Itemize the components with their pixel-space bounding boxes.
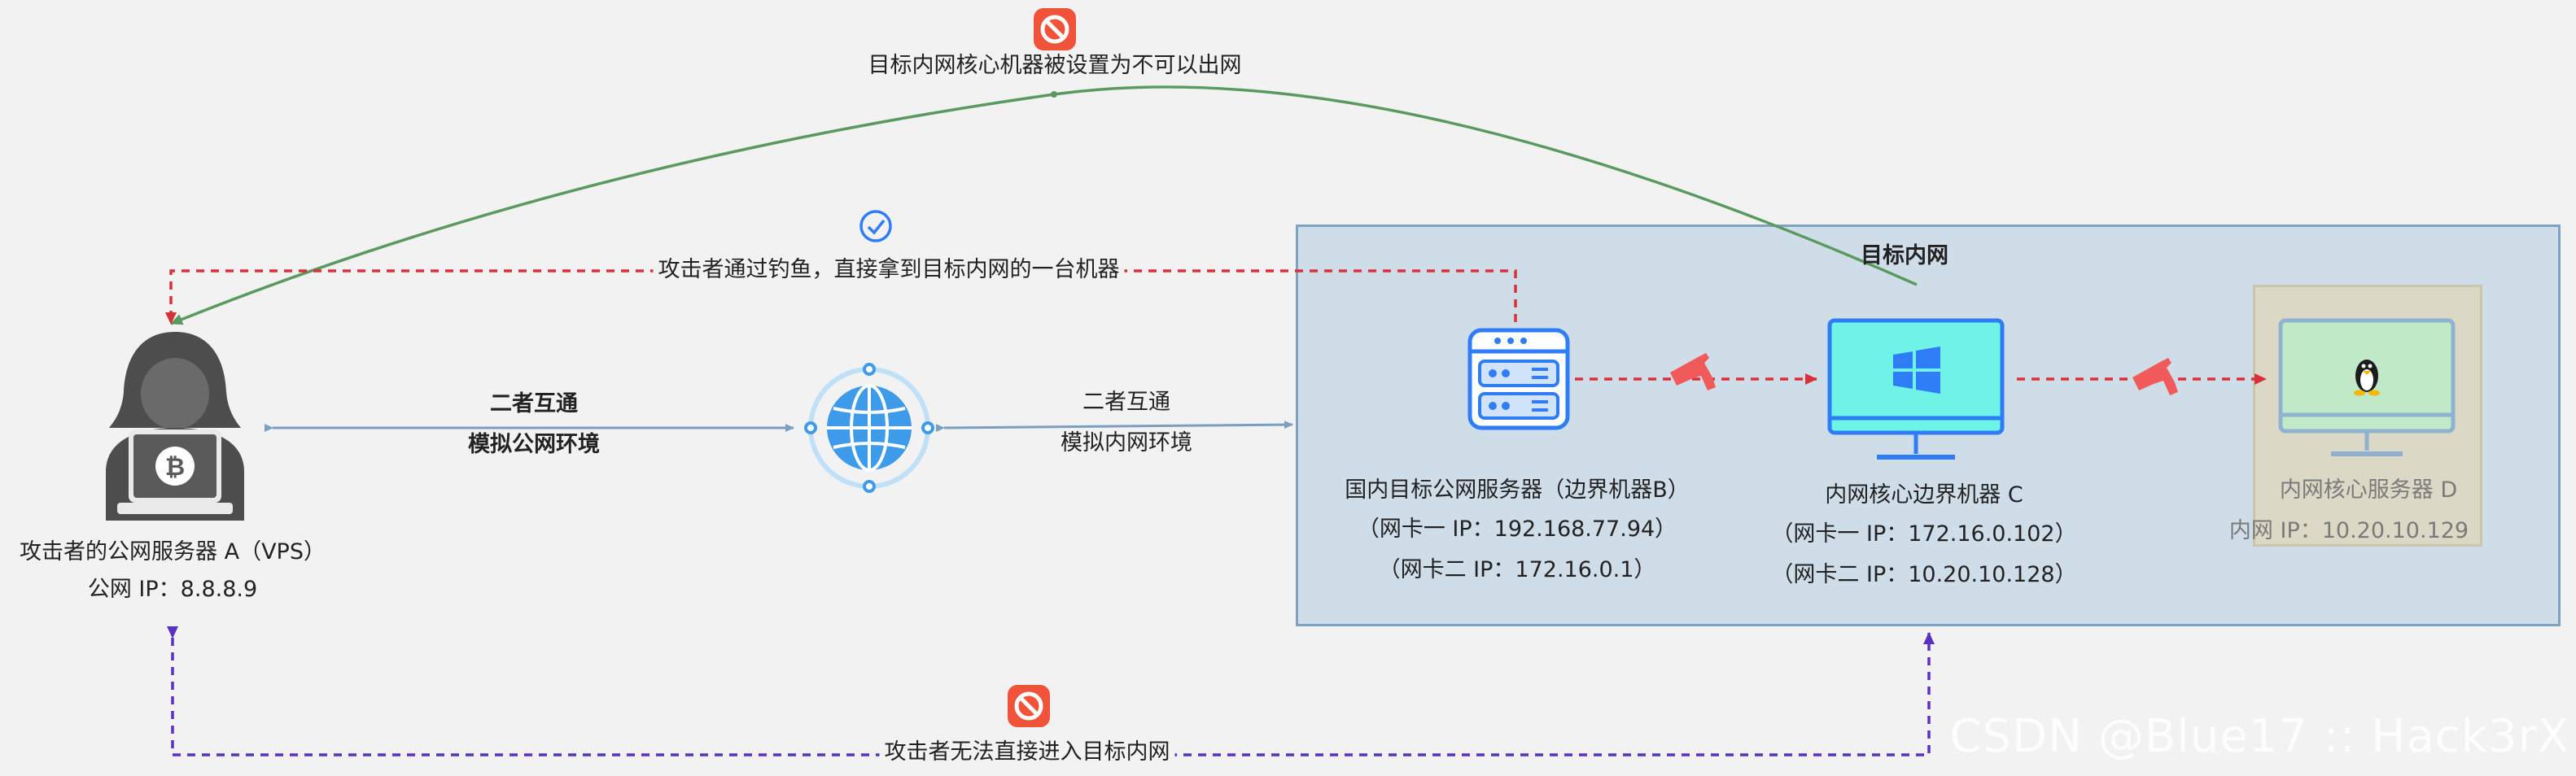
server-icon xyxy=(1467,328,1570,430)
core-c-nic1: （网卡一 IP：172.16.0.102） xyxy=(1771,521,2077,547)
top-note: 目标内网核心机器被设置为不可以出网 xyxy=(868,53,1242,78)
check-circle-icon xyxy=(859,210,892,242)
zone-title: 目标内网 xyxy=(1861,243,1948,268)
pistol-icon xyxy=(1670,353,1716,390)
right-link-line1: 二者互通 xyxy=(1082,390,1170,415)
no-egress-curve xyxy=(170,85,1918,325)
bottom-note: 攻击者无法直接进入目标内网 xyxy=(879,739,1175,766)
no-direct-entry-path xyxy=(167,626,1935,756)
globe-network-icon xyxy=(804,363,934,493)
pistol-icon xyxy=(2132,358,2178,395)
hacker-laptop-icon: ₿ xyxy=(106,332,244,521)
server-d-ip: 内网 IP：10.20.10.129 xyxy=(2228,518,2469,543)
watermark: CSDN @Blue17 :: Hack3rX xyxy=(1949,710,2569,763)
forbidden-icon xyxy=(1008,685,1050,727)
forbidden-icon xyxy=(1034,8,1076,50)
internet-border-link xyxy=(935,421,1293,433)
svg-text:₿: ₿ xyxy=(165,453,185,482)
border-b-name: 国内目标公网服务器（边界机器B） xyxy=(1345,477,1690,503)
left-link-line1: 二者互通 xyxy=(490,391,578,416)
linux-monitor-icon xyxy=(2278,318,2456,456)
border-b-nic1: （网卡一 IP：192.168.77.94） xyxy=(1357,517,1677,542)
attacker-ip: 公网 IP：8.8.8.9 xyxy=(87,577,258,602)
right-link-line2: 模拟内网环境 xyxy=(1061,430,1192,456)
core-c-name: 内网核心边界机器 C xyxy=(1825,482,2023,508)
left-link-line2: 模拟公网环境 xyxy=(468,432,600,457)
border-b-nic2: （网卡二 IP：172.16.0.1） xyxy=(1378,557,1656,582)
server-d-name: 内网核心服务器 D xyxy=(2279,477,2458,503)
windows-monitor-icon xyxy=(1827,318,2005,460)
core-c-nic2: （网卡二 IP：10.20.10.128） xyxy=(1771,562,2077,587)
attacker-name: 攻击者的公网服务器 A（VPS） xyxy=(20,539,326,565)
phishing-note: 攻击者通过钓鱼，直接拿到目标内网的一台机器 xyxy=(653,256,1125,284)
